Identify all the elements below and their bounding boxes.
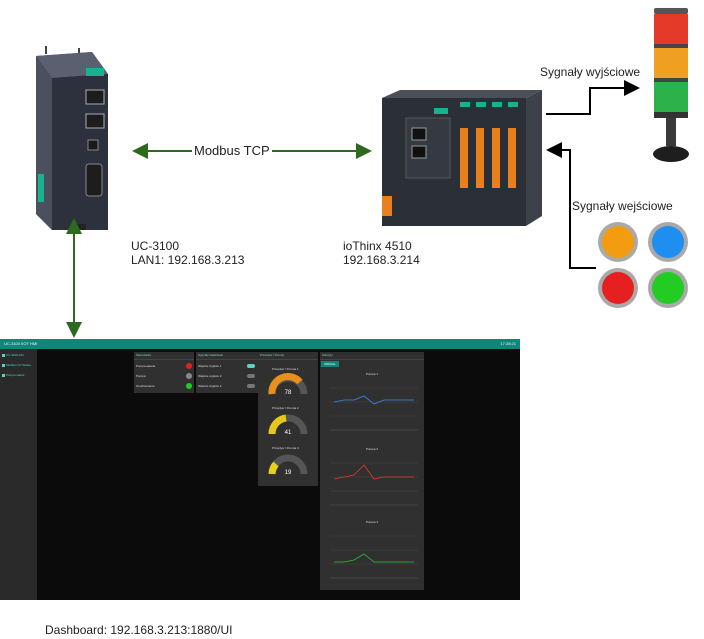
charts-card: Odczyty WIZUAL Pompa 1 Pompa 2 Pompa 3 — [320, 352, 424, 590]
blue-button-icon — [652, 226, 684, 258]
iothinx-name: ioThinx 4510 — [343, 239, 412, 253]
input-row: Wejście wyjście 2 — [198, 374, 222, 378]
card-title: Przepływ / Pompy — [258, 352, 318, 360]
input-row: Wejście wyjście 1 — [198, 364, 222, 368]
card-title: Odczyty — [320, 352, 424, 360]
status-led-green — [186, 383, 192, 389]
chart-title: Pompa 1 — [366, 372, 379, 376]
green-button-icon — [652, 272, 684, 304]
input-signal-arrow — [546, 142, 596, 269]
chart-pompa-3 — [330, 535, 418, 579]
card-title: Sterowanie — [134, 352, 194, 360]
toggle-switch[interactable] — [247, 384, 255, 388]
outputs-label: Sygnały wyjściowe — [540, 65, 641, 79]
status-led-red — [186, 363, 192, 369]
orange-button-icon — [602, 226, 634, 258]
chart-tab[interactable]: WIZUAL — [321, 361, 339, 367]
red-button-icon — [602, 272, 634, 304]
signal-tower-image — [653, 8, 689, 162]
pump-row: Pompa awaria — [136, 364, 156, 368]
toggle-switch[interactable] — [247, 374, 255, 378]
chart-title: Pompa 3 — [366, 520, 379, 524]
modbus-label: Modbus TCP — [192, 143, 272, 158]
gauge-2: 41 — [268, 414, 308, 436]
input-row: Wejście wyjście 3 — [198, 384, 222, 388]
dashboard-title: UC-3100 IIOT HMI — [4, 341, 38, 346]
chart-title: Pompa 2 — [366, 447, 379, 451]
toggle-switch[interactable] — [247, 364, 255, 368]
pump-row: Uruchomienie — [136, 384, 155, 388]
menu-item[interactable]: Pompa status — [2, 373, 24, 379]
input-signals-card: Sygnały wejściowe Wejście wyjście 1 Wejś… — [196, 352, 258, 393]
gauge-3: 19 — [268, 454, 308, 476]
uc3100-name: UC-3100 — [131, 239, 180, 253]
inputs-label: Sygnały wejściowe — [572, 199, 673, 213]
output-signal-arrow — [546, 80, 640, 115]
dashboard-screenshot: UC-3100 IIOT HMI 17:28:21 UC-3100 AIO Mo… — [0, 339, 520, 600]
gauge-label: Przepływ / Pompa 2 — [272, 406, 299, 410]
dashboard-url: Dashboard: 192.168.3.213:1880/UI — [45, 623, 233, 637]
card-title: Sygnały wejściowe — [196, 352, 258, 360]
input-buttons-image — [598, 222, 688, 308]
menu-item[interactable]: Modbus I/O Status — [2, 363, 31, 369]
menu-item[interactable]: UC-3100 AIO — [2, 353, 24, 359]
chart-pompa-1 — [330, 387, 418, 431]
iothinx-device-image — [382, 90, 542, 226]
dashboard-topbar: UC-3100 IIOT HMI 17:28:21 — [0, 339, 520, 349]
gauge-value: 78 — [285, 390, 292, 396]
uc3100-lan: LAN1: 192.168.3.213 — [131, 253, 245, 267]
dashboard-sidebar: UC-3100 AIO Modbus I/O Status Pompa stat… — [0, 349, 37, 600]
gauge-value: 41 — [285, 430, 292, 436]
gauge-label: Przepływ / Pompa 3 — [272, 446, 299, 450]
uc3100-device-image — [36, 46, 108, 230]
pump-control-card: Sterowanie Pompa awaria Pompa Uruchomien… — [134, 352, 194, 393]
chart-pompa-2 — [330, 462, 418, 506]
gauges-card: Przepływ / Pompy Przepływ / Pompa 1 78 P… — [258, 352, 318, 486]
dashboard-clock: 17:28:21 — [500, 341, 516, 346]
gauge-1: 78 — [268, 373, 308, 396]
status-led-gray — [186, 373, 192, 379]
gauge-label: Przepływ / Pompa 1 — [272, 367, 299, 371]
iothinx-ip: 192.168.3.214 — [343, 253, 420, 267]
gauge-value: 19 — [285, 470, 292, 476]
pump-row: Pompa — [136, 374, 146, 378]
